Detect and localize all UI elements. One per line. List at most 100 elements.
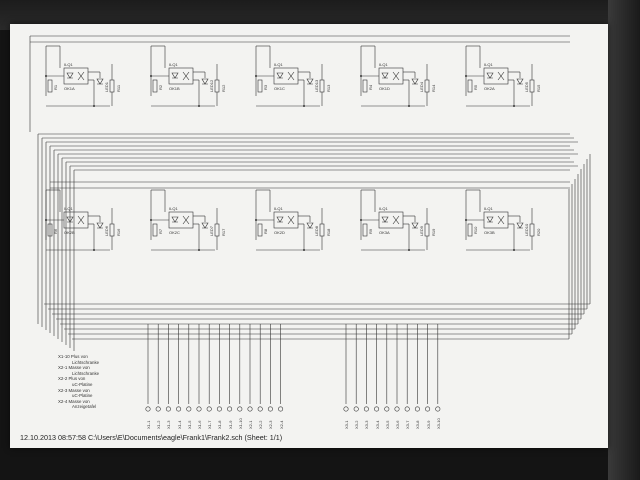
connector-pin	[145, 406, 151, 412]
connector-pin	[237, 406, 243, 412]
connector-label: X1-5	[186, 420, 192, 429]
legend-line: X1-10 Plus von	[58, 354, 88, 359]
resistor	[152, 79, 158, 93]
opto-led-symbol	[276, 216, 284, 223]
opto-id-label: OK3B	[484, 230, 495, 235]
connector-pin	[425, 406, 431, 412]
junction-dot	[45, 219, 47, 221]
connector-label: X3-4	[374, 420, 380, 429]
resistor	[214, 223, 220, 237]
resistor-label: R10	[473, 226, 478, 234]
resistor-label: R17	[221, 228, 226, 236]
opto-led-symbol	[276, 72, 284, 79]
junction-dot	[465, 75, 467, 77]
resistor-label: R9	[368, 228, 373, 234]
opto-id-label: OK1C	[274, 86, 285, 91]
resistor-label: R18	[326, 228, 331, 236]
resistor-label: R20	[536, 228, 541, 236]
opto-led-symbol	[66, 72, 74, 79]
opto-ref-label: ILQ1	[169, 62, 178, 67]
connector-label: X2-1	[248, 420, 253, 429]
resistor	[362, 79, 368, 93]
connector-label: X3-5	[384, 420, 390, 429]
junction-dot	[513, 105, 515, 107]
connector-pin	[353, 406, 359, 412]
connector-label: X3-10	[435, 418, 441, 429]
connector-pin	[176, 406, 182, 412]
legend-line: X2-4 Masse von	[58, 398, 90, 404]
connector-label: X3-2	[354, 420, 360, 429]
opto-id-label: OK1D	[379, 86, 390, 91]
opto-id-label: OK2B	[64, 230, 75, 235]
legend-line: uC-Platine	[72, 393, 93, 399]
led-label: LED8	[314, 225, 319, 236]
optocoupler	[483, 211, 509, 229]
legend-line: Lichtschranke	[72, 370, 100, 376]
indicator-led	[306, 78, 314, 85]
connector-pin	[363, 406, 369, 412]
connector-label: X1-6	[197, 420, 202, 429]
opto-ref-label: ILQ1	[274, 62, 283, 67]
opto-transistor	[392, 215, 400, 225]
resistor	[467, 223, 473, 237]
legend-line: X2-2 Plus von	[58, 376, 86, 382]
sheet-footer: 12.10.2013 08:57:58 C:\Users\E\Documents…	[20, 433, 283, 442]
opto-id-label: OK2C	[169, 230, 180, 235]
connector-label: X2-4	[278, 420, 284, 429]
resistor	[214, 79, 220, 93]
junction-dot	[360, 75, 362, 77]
led-label: LED5	[524, 81, 529, 92]
opto-led-symbol	[381, 72, 389, 79]
resistor-label: R3	[263, 84, 268, 90]
opto-led-symbol	[381, 216, 389, 223]
opto-led-symbol	[486, 72, 494, 79]
junction-dot	[93, 249, 95, 251]
resistor	[529, 223, 535, 237]
resistor-label: R7	[158, 228, 163, 234]
photo-background-right	[608, 0, 640, 480]
opto-transistor	[497, 215, 505, 225]
connector-pin	[186, 406, 192, 412]
optocoupler	[168, 211, 194, 229]
resistor	[47, 223, 53, 237]
indicator-led	[96, 222, 104, 229]
resistor	[424, 79, 430, 93]
connector-label: X3-8	[415, 420, 421, 429]
opto-transistor	[182, 215, 190, 225]
indicator-led	[201, 222, 209, 229]
opto-ref-label: ILQ1	[64, 62, 73, 67]
resistor-label: R2	[158, 84, 163, 90]
optocoupler	[483, 67, 509, 85]
indicator-led	[516, 222, 524, 229]
junction-dot	[198, 249, 200, 251]
optocoupler	[378, 211, 404, 229]
resistor-label: R4	[368, 84, 373, 90]
junction-dot	[198, 105, 200, 107]
opto-id-label: OK1A	[64, 86, 75, 91]
junction-dot	[465, 219, 467, 221]
indicator-led	[516, 78, 524, 85]
opto-ref-label: ILQ1	[169, 206, 178, 211]
junction-dot	[408, 105, 410, 107]
junction-dot	[150, 219, 152, 221]
opto-ref-label: ILQ1	[379, 62, 388, 67]
connector-label: X1-8	[217, 420, 223, 429]
resistor-label: R14	[431, 84, 436, 92]
resistor	[319, 223, 325, 237]
opto-ref-label: ILQ1	[379, 206, 388, 211]
connector-pin	[404, 406, 410, 412]
resistor	[47, 79, 53, 93]
indicator-led	[96, 78, 104, 85]
junction-dot	[360, 219, 362, 221]
connector-pin	[206, 406, 212, 412]
led-label: LED10	[524, 223, 529, 236]
legend-line: X2-3 Masse von	[58, 387, 90, 393]
resistor-label: R8	[263, 228, 268, 234]
opto-transistor	[77, 71, 85, 81]
connector-label: X1-10	[237, 418, 243, 429]
opto-transistor	[287, 215, 295, 225]
led-label: LED13	[314, 79, 319, 92]
connector-pin	[257, 406, 263, 412]
led-label: LED6	[104, 225, 109, 236]
connector-pin	[155, 406, 161, 412]
